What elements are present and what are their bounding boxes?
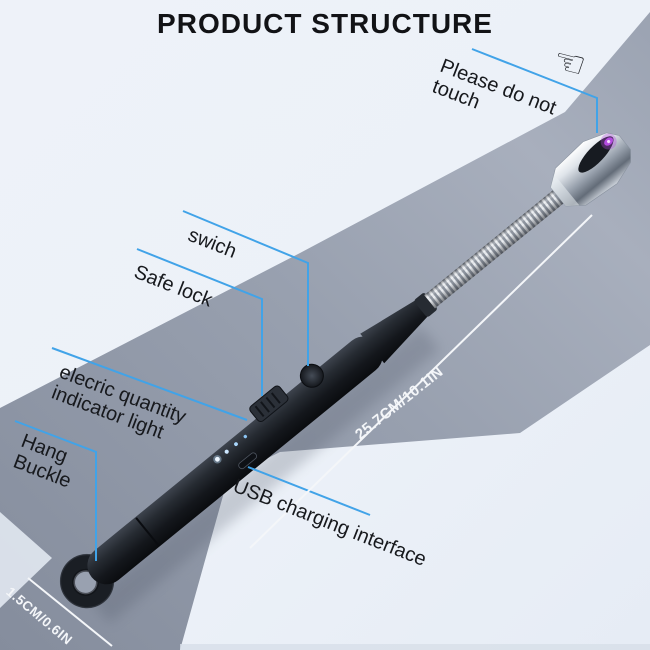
callout-lines [14, 48, 598, 561]
switch-line [182, 210, 309, 366]
diagonal-band [0, 12, 650, 650]
do-not-touch-line [471, 48, 598, 133]
safe-lock-line [136, 248, 263, 396]
width-measure-line [27, 577, 113, 647]
page-title: PRODUCT STRUCTURE [157, 8, 493, 39]
ignition-head [550, 132, 631, 207]
flexible-neck [424, 190, 564, 309]
lighter-shadow [90, 326, 440, 624]
arc-lighter [59, 132, 631, 609]
switch-button [299, 363, 324, 388]
lighter-body [87, 293, 437, 585]
usb-port [238, 452, 258, 470]
battery-indicator-leds [213, 434, 248, 464]
length-measure-line [249, 214, 593, 549]
band-light-gap [0, 512, 52, 608]
hang-buckle-line [14, 420, 97, 561]
bottom-edge-strip [180, 644, 650, 650]
safe-lock-slider [249, 385, 289, 422]
battery-indicator-line [51, 347, 248, 421]
measurement-lines [27, 214, 593, 647]
